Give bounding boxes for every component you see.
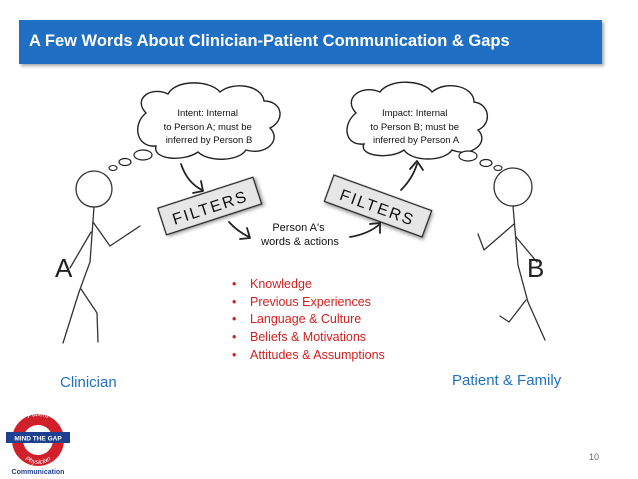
message-line-1: Person A's [272,222,325,234]
svg-text:Patient: Patient [26,411,51,421]
person-a-label: A [55,253,73,283]
arrow-from-message [349,223,381,238]
person-b-figure [477,167,546,341]
filter-item: Beliefs & Motivations [232,329,385,347]
logo-top-text: Patient [26,411,51,421]
thought-b-line-3: inferred by Person A [373,135,460,146]
svg-text:Impact: Internal to Per: Impact: Internal to Person B; must be in… [370,108,461,146]
filter-bar-left: FILTERS [156,176,263,236]
thought-a-line-2: to Person A; must be [164,122,252,133]
person-b-label: B [527,253,545,283]
person-a-figure [62,170,141,344]
logo-bottom-text: Physician [24,455,53,466]
thought-cloud-b: Impact: Internal to Person B; must be in… [346,81,503,172]
message-line-2: words & actions [260,236,339,248]
svg-text:Physician: Physician [24,455,53,466]
arrow-impact-up [400,163,418,191]
patient-family-caption: Patient & Family [452,372,562,389]
filter-item: Language & Culture [232,311,385,329]
thought-b-line-2: to Person B; must be [370,122,459,133]
message-text: Person A's words & actions [260,222,339,248]
arrow-to-message [228,221,250,238]
flow-arrows [180,160,424,240]
filter-item: Attitudes & Assumptions [232,347,385,365]
arrow-intent-down [180,163,203,191]
logo-band-text: MIND THE GAP [14,436,62,443]
thought-a-line-3: inferred by Person B [166,135,253,146]
filter-item: Previous Experiences [232,294,385,312]
thought-a-line-1: Intent: Internal [177,108,238,119]
svg-text:Intent: Internal to Per: Intent: Internal to Person A; must be in… [164,108,255,146]
filter-item: Knowledge [232,276,385,294]
logo-caption: Communication [12,469,65,476]
filter-bar-right: FILTERS [323,174,433,238]
slide-title: A Few Words About Clinician-Patient Comm… [29,32,510,50]
title-bar: A Few Words About Clinician-Patient Comm… [19,20,602,64]
page-number: 10 [589,452,600,462]
mind-the-gap-logo: Patient Physician MIND THE GAP Communica… [6,411,70,476]
clinician-caption: Clinician [60,374,117,391]
thought-b-line-1: Impact: Internal [382,108,447,119]
filters-list: Knowledge Previous Experiences Language … [232,276,385,365]
thought-cloud-a: Intent: Internal to Person A; must be in… [108,82,281,172]
